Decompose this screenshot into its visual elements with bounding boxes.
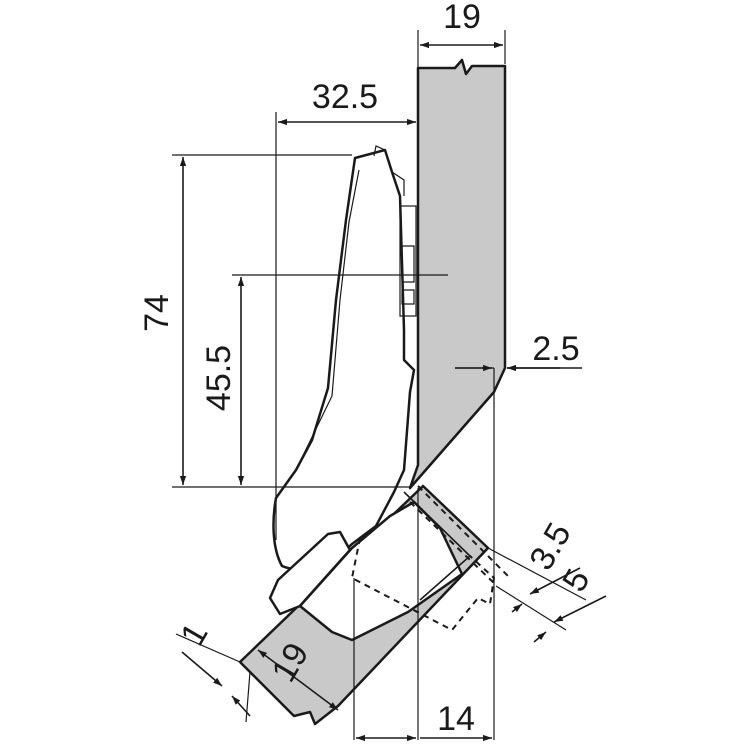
dim-panel-edge-offset: 2.5 bbox=[532, 330, 579, 368]
dim-top-panel-thickness: 19 bbox=[443, 0, 481, 36]
dimension-lines bbox=[179, 41, 607, 742]
dim-edge-distance: 1 bbox=[173, 617, 215, 652]
dim-cup-centre-height: 45.5 bbox=[200, 345, 238, 411]
dim-bottom-offset: 14 bbox=[437, 700, 475, 738]
cabinet-side-panel bbox=[408, 58, 507, 490]
extension-lines bbox=[172, 30, 587, 740]
dim-arm-height: 74 bbox=[138, 294, 176, 332]
dim-hinge-projection: 32.5 bbox=[312, 78, 378, 116]
dim-door-gap: 5 bbox=[555, 563, 597, 598]
hinge-arm bbox=[272, 145, 417, 571]
